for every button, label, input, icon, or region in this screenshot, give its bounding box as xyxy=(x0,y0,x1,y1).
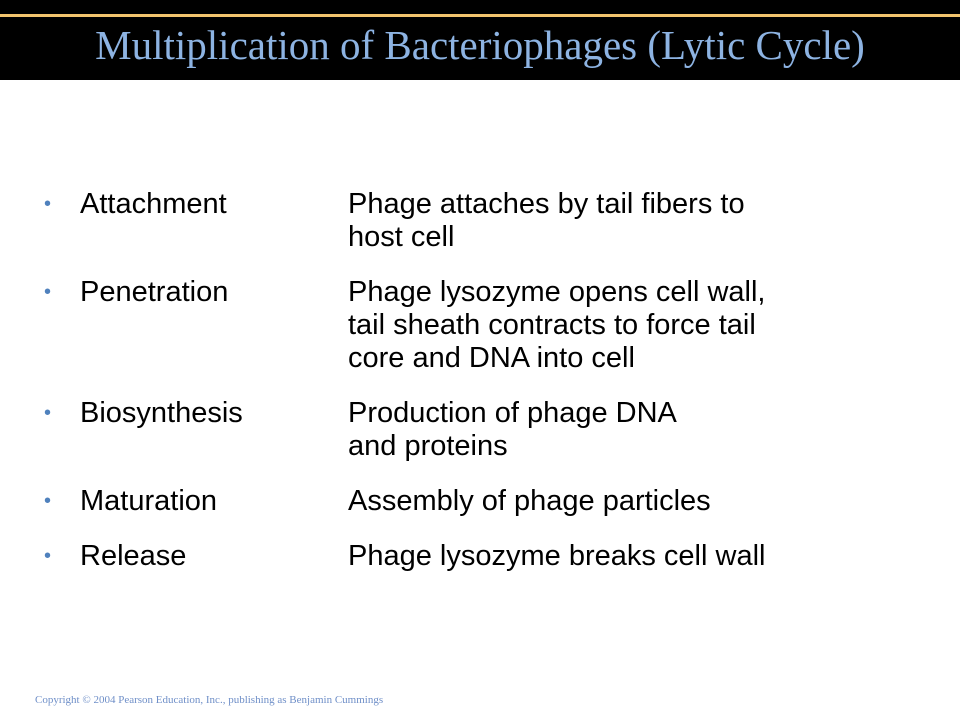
step-description: Phage lysozyme breaks cell wall xyxy=(348,540,868,573)
description-line: core and DNA into cell xyxy=(348,342,635,374)
step-attachment: • Attachment Phage attaches by tail fibe… xyxy=(44,188,924,254)
step-description: Production of phage DNA and proteins xyxy=(348,397,868,463)
description-line: Phage attaches by tail fibers to xyxy=(348,188,745,220)
step-term: Attachment xyxy=(80,188,227,220)
title-bar: Multiplication of Bacteriophages (Lytic … xyxy=(0,0,960,80)
bullet-icon: • xyxy=(44,281,52,303)
description-line: Phage lysozyme breaks cell wall xyxy=(348,540,766,572)
description-line: and proteins xyxy=(348,430,508,462)
step-biosynthesis: • Biosynthesis Production of phage DNA a… xyxy=(44,397,924,463)
step-maturation: • Maturation Assembly of phage particles xyxy=(44,485,924,518)
description-line: Production of phage DNA xyxy=(348,397,677,429)
bullet-icon: • xyxy=(44,490,52,512)
slide-title: Multiplication of Bacteriophages (Lytic … xyxy=(95,22,865,68)
step-term: Maturation xyxy=(80,485,218,517)
step-term: Release xyxy=(80,540,187,572)
step-description: Phage lysozyme opens cell wall, tail she… xyxy=(348,276,868,375)
step-description: Phage attaches by tail fibers to host ce… xyxy=(348,188,868,254)
step-term: Penetration xyxy=(80,276,229,308)
description-line: Phage lysozyme opens cell wall, xyxy=(348,276,766,308)
bullet-icon: • xyxy=(44,402,52,424)
title-rule xyxy=(0,14,960,17)
step-term: Biosynthesis xyxy=(80,397,243,429)
step-description: Assembly of phage particles xyxy=(348,485,868,518)
bullet-icon: • xyxy=(44,545,52,567)
description-line: host cell xyxy=(348,221,455,253)
copyright-notice: Copyright © 2004 Pearson Education, Inc.… xyxy=(35,694,384,706)
step-penetration: • Penetration Phage lysozyme opens cell … xyxy=(44,276,924,375)
description-line: tail sheath contracts to force tail xyxy=(348,309,756,341)
lytic-cycle-steps: • Attachment Phage attaches by tail fibe… xyxy=(44,188,924,595)
step-release: • Release Phage lysozyme breaks cell wal… xyxy=(44,540,924,573)
description-line: Assembly of phage particles xyxy=(348,485,711,517)
bullet-icon: • xyxy=(44,193,52,215)
